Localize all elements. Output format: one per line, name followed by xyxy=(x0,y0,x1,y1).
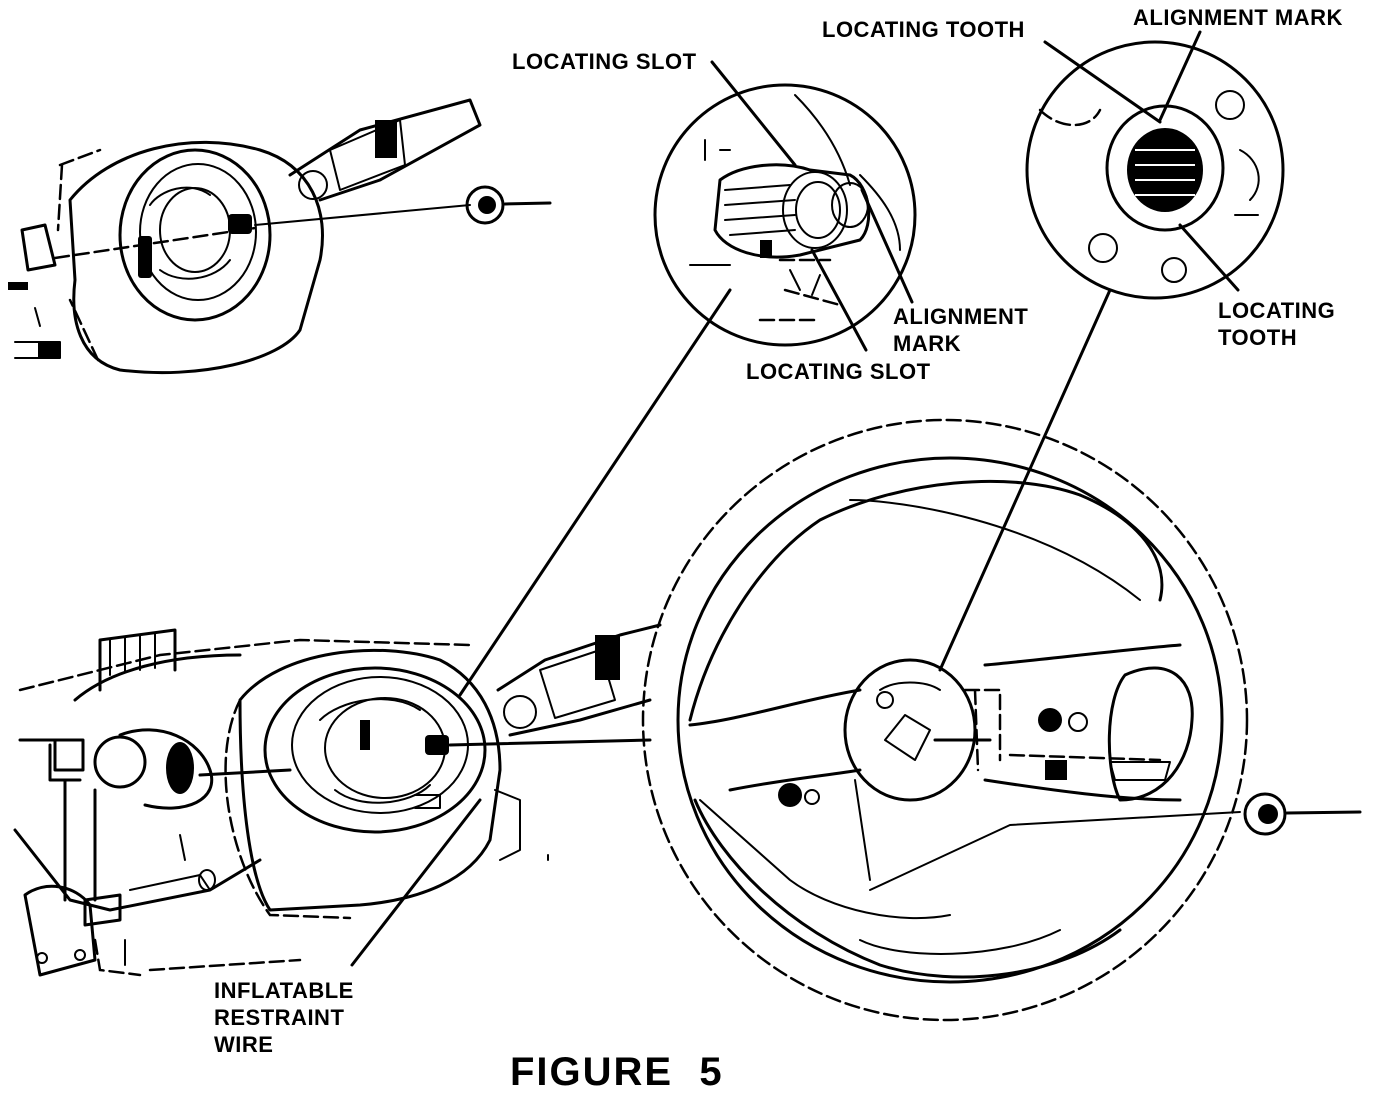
label-locating-tooth-right: LOCATING TOOTH xyxy=(1218,298,1336,350)
label-locating-slot-top: LOCATING SLOT xyxy=(512,49,697,74)
steering-wheel xyxy=(641,288,1362,1022)
label-alignment-mark-mid: ALIGNMENT MARK xyxy=(893,304,1029,356)
bottom-left-column-housing xyxy=(13,288,732,977)
figure-caption: FIGURE 5 xyxy=(510,1050,724,1094)
top-left-column-assembly xyxy=(8,98,552,375)
detail-circle-slot xyxy=(653,60,917,352)
label-alignment-mark-top: ALIGNMENT MARK xyxy=(1133,5,1343,30)
detail-circle-tooth xyxy=(1025,30,1285,300)
label-inflatable-restraint-wire: INFLATABLE RESTRAINT WIRE xyxy=(214,978,354,1057)
label-locating-slot-bottom: LOCATING SLOT xyxy=(746,359,931,384)
label-locating-tooth-top: LOCATING TOOTH xyxy=(822,17,1025,42)
